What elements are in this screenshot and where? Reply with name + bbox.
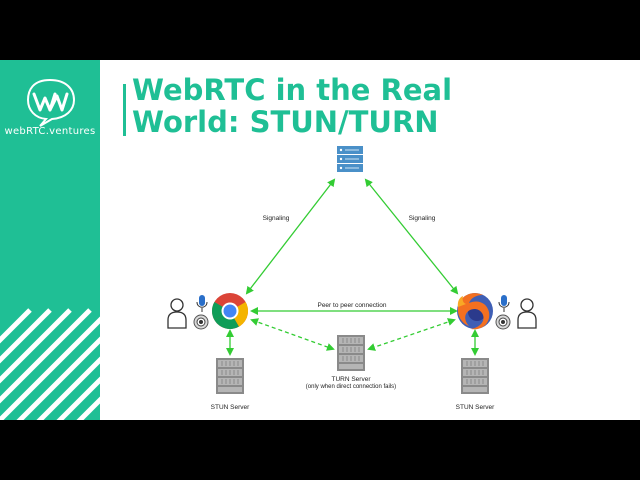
webcam-right-icon [495,314,511,330]
signaling-label-right: Signaling [409,215,436,222]
title-line-1: WebRTC in the Real [132,73,453,107]
microphone-right-icon [498,294,510,313]
turn-arrow-right [367,318,456,351]
turn-server-label: TURN Server [331,376,371,383]
user-left-icon [167,298,187,329]
stun-server-left-icon [215,357,245,395]
signaling-label-left: Signaling [263,215,290,222]
user-right-icon [517,298,537,329]
signaling-arrow-left [245,178,336,295]
webcam-left-icon [193,314,209,330]
slide: webRTC.ventures WebRTC in the Real World… [0,60,640,420]
decorative-stripes [0,308,100,420]
stun-server-right-label: STUN Server [456,404,495,411]
turn-server-note: (only when direct connection fails) [306,384,396,390]
title-accent-bar [123,84,126,136]
stun-server-left-label: STUN Server [211,404,250,411]
turn-server-icon [336,334,366,372]
sidebar: webRTC.ventures [0,60,100,420]
logo-icon [26,78,76,127]
signaling-server-icon [337,146,363,172]
signaling-arrow-right [364,178,459,295]
firefox-browser-icon [457,293,493,330]
title-line-2: World: STUN/TURN [132,105,439,139]
turn-arrow-left [250,318,335,351]
stun-server-right-icon [460,357,490,395]
stun-turn-diagram: Signaling Signaling Peer to peer connect… [167,146,537,411]
peer-connection-label: Peer to peer connection [317,302,386,309]
slide-title: WebRTC in the Real World: STUN/TURN [132,74,452,138]
microphone-left-icon [196,294,208,313]
sidebar-graphics [0,78,100,420]
chrome-browser-icon [211,293,249,330]
brand-name: webRTC.ventures [4,126,96,137]
